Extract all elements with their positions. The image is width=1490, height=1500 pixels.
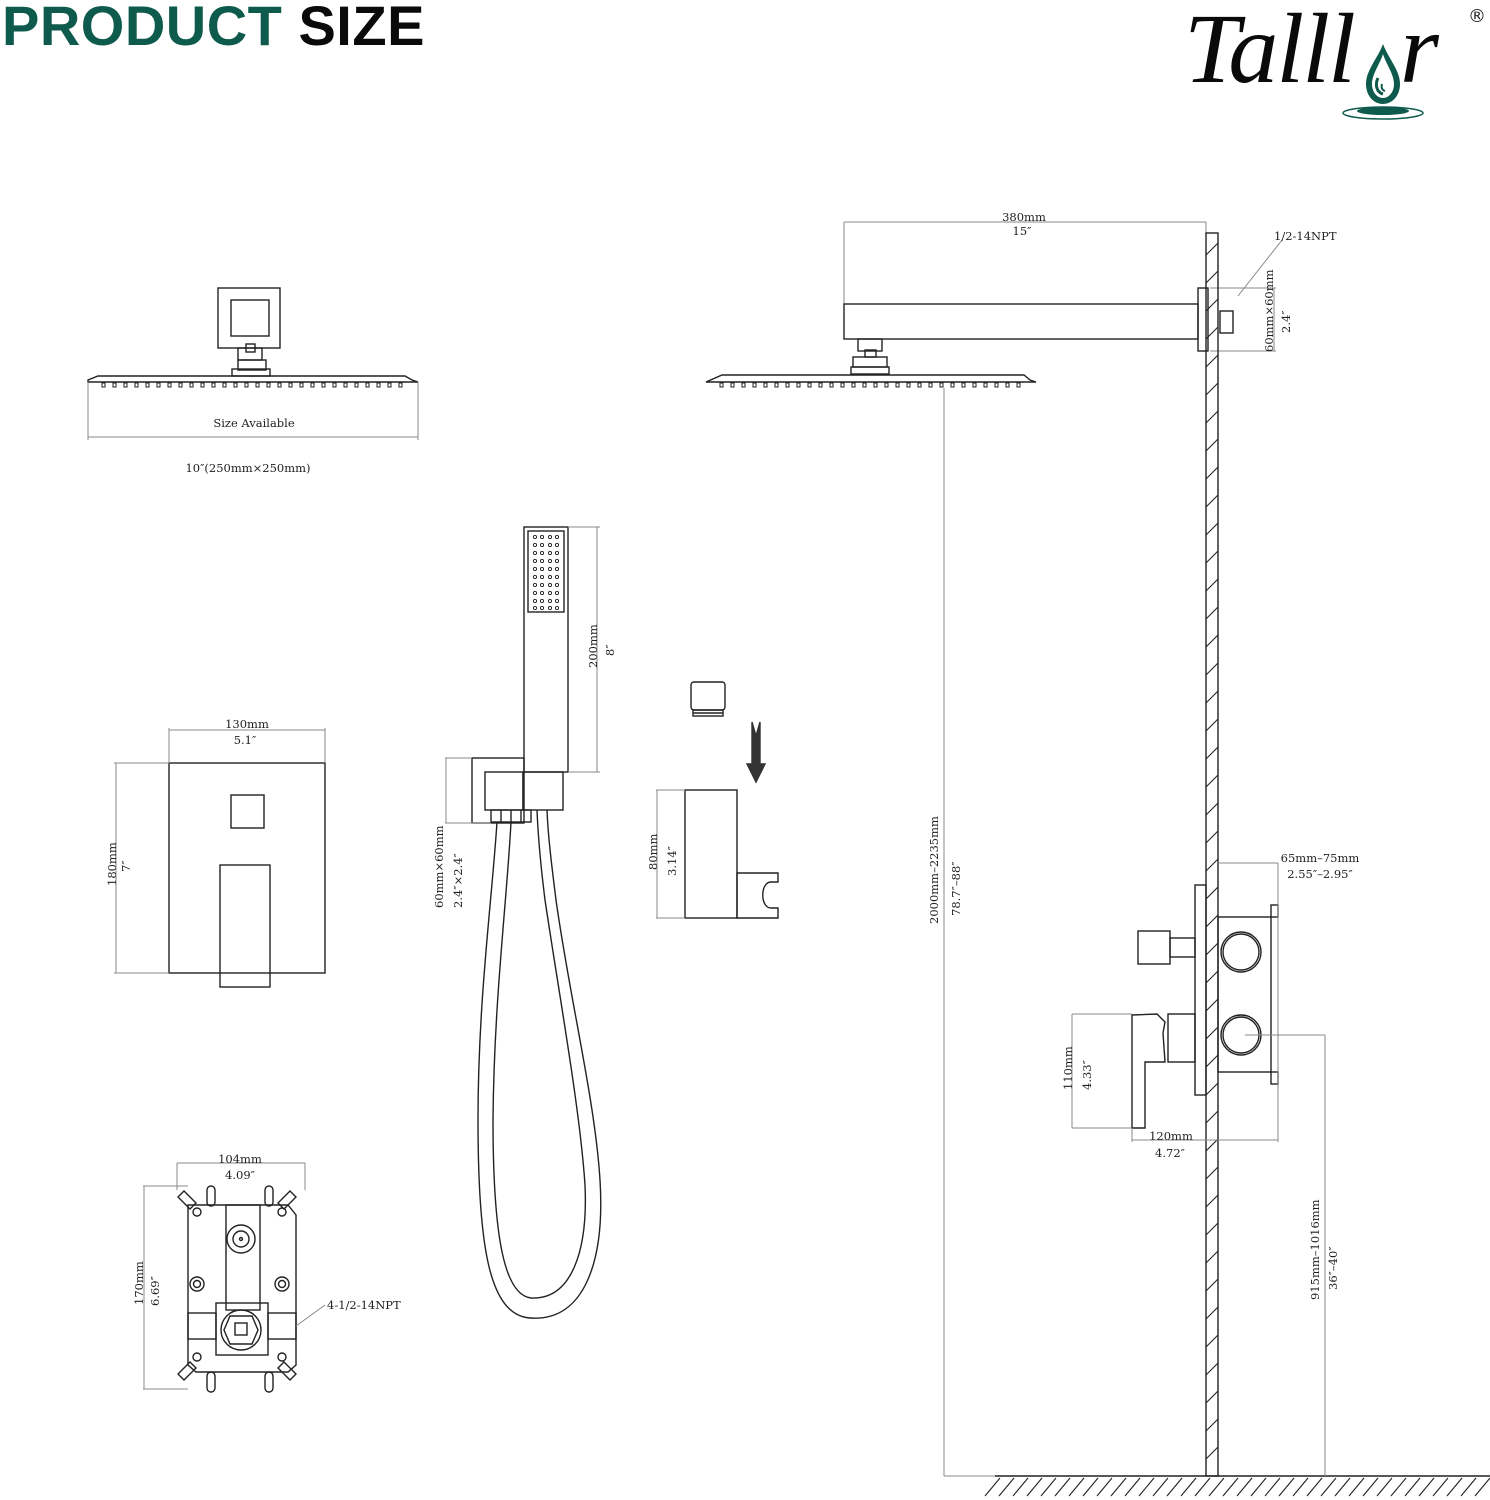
trim-width-in: 5.1″ xyxy=(234,733,257,747)
water-drop-icon xyxy=(1342,44,1424,120)
wall-valve-diagram xyxy=(1071,862,1326,1476)
flange-size-mm: 60mm×60mm xyxy=(1262,269,1276,352)
valve-height-mm: 170mm xyxy=(132,1261,146,1305)
holder-height-in: 3.14″ xyxy=(665,845,679,876)
install-height-mm: 2000mm–2235mm xyxy=(927,816,941,924)
valve-thread: 4-1/2-14NPT xyxy=(327,1298,401,1312)
valve-height-in: 6.69″ xyxy=(148,1275,162,1306)
valve-body-diagram xyxy=(143,1162,326,1393)
wall-depth-mm: 65mm–75mm xyxy=(1281,851,1360,865)
trim-height-in: 7″ xyxy=(119,860,133,872)
title-product: PRODUCT xyxy=(2,0,283,57)
hand-shower-diagram xyxy=(445,526,602,1319)
install-height-in: 78.7″–88″ xyxy=(949,861,963,916)
valve-install-height-in: 36″–40″ xyxy=(1326,1246,1340,1290)
rain-head-size: 10″(250mm×250mm) xyxy=(185,461,310,475)
valve-width-in: 4.09″ xyxy=(225,1168,256,1182)
brand-wordmark: Talll xyxy=(1184,0,1356,104)
registered-mark: ® xyxy=(1468,6,1486,27)
brand-name-prefix: Talll xyxy=(1184,0,1356,104)
handle-height-in: 4.33″ xyxy=(1080,1059,1094,1090)
trim-plate-diagram xyxy=(114,728,326,988)
arrow-down-icon xyxy=(745,721,767,784)
bracket-size-mm: 60mm×60mm xyxy=(432,825,446,908)
wall-section xyxy=(984,232,1490,1497)
brand-logo: Talll r ® xyxy=(1178,0,1490,125)
arm-length-mm: 380mm xyxy=(1002,210,1046,224)
valve-width-mm: 104mm xyxy=(218,1152,262,1166)
rain-head-label: Size Available xyxy=(213,416,295,430)
projection-mm: 120mm xyxy=(1149,1129,1193,1143)
shower-arm-diagram xyxy=(705,221,1283,1477)
rain-head-diagram xyxy=(87,287,419,440)
holder-diagram xyxy=(656,681,779,919)
hand-shower-length-in: 8″ xyxy=(603,644,617,656)
bracket-size-in: 2.4″×2.4″ xyxy=(451,852,465,908)
wall-depth-in: 2.55″–2.95″ xyxy=(1287,867,1353,881)
trim-width-mm: 130mm xyxy=(225,717,269,731)
hand-shower-length-mm: 200mm xyxy=(586,624,600,668)
title-size: SIZE xyxy=(298,0,425,57)
projection-in: 4.72″ xyxy=(1155,1146,1186,1160)
arm-thread: 1/2-14NPT xyxy=(1274,229,1337,243)
trim-height-mm: 180mm xyxy=(105,842,119,886)
handle-height-mm: 110mm xyxy=(1061,1046,1075,1090)
flange-size-in: 2.4″ xyxy=(1279,310,1293,333)
brand-name-suffix: r xyxy=(1400,0,1439,104)
holder-height-mm: 80mm xyxy=(646,833,660,870)
page-title: PRODUCT SIZE xyxy=(2,0,425,58)
arm-length-in: 15″ xyxy=(1013,224,1033,238)
valve-install-height-mm: 915mm–1016mm xyxy=(1308,1199,1322,1300)
